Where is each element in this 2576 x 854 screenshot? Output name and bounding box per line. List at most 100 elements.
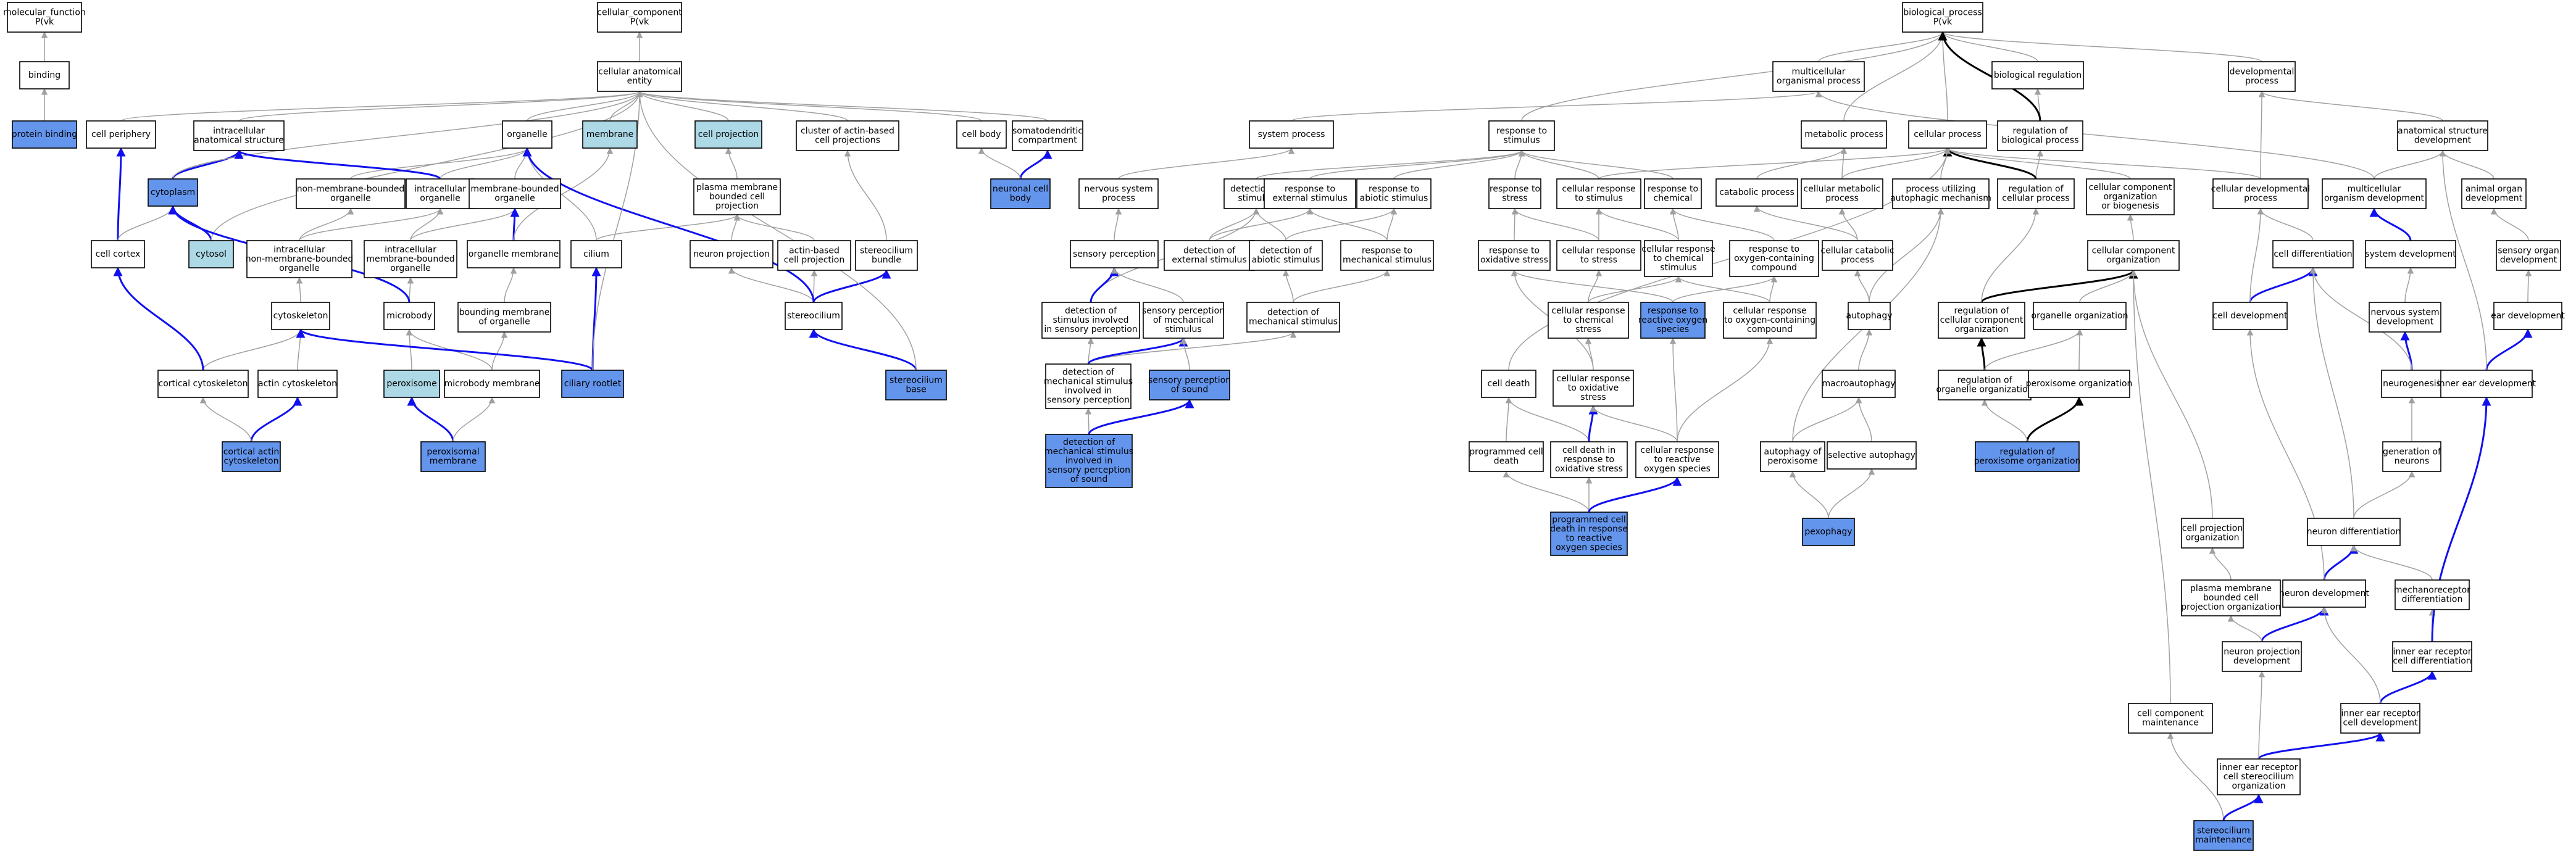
term-node[interactable]: selective autophagy [1827, 441, 1917, 470]
term-node[interactable]: cytoplasm [148, 178, 198, 207]
term-node[interactable]: autophagy [1846, 302, 1893, 330]
term-node[interactable]: microbody [383, 302, 435, 330]
term-node[interactable]: neuron development [2279, 579, 2370, 608]
term-node[interactable]: macroautophagy [1822, 370, 1896, 398]
term-node[interactable]: cytosol [188, 240, 234, 268]
term-node[interactable]: metabolic process [1801, 120, 1887, 149]
term-node[interactable]: protein binding [12, 120, 77, 149]
term-node[interactable]: neuron projection [690, 240, 773, 268]
term-node[interactable]: cell periphery [86, 120, 156, 149]
term-node[interactable]: biological regulation [1991, 61, 2084, 89]
term-node[interactable]: organelle membrane [467, 240, 561, 268]
term-node[interactable]: ciliary rootlet [561, 370, 624, 398]
term-node[interactable]: peroxisome organization [2026, 370, 2133, 398]
term-node[interactable]: microbody membrane [444, 370, 540, 398]
term-node[interactable]: cell development [2212, 302, 2288, 330]
term-node[interactable]: sensory perception [1070, 240, 1159, 268]
term-node[interactable]: catabolic process [1715, 178, 1798, 207]
term-node[interactable]: peroxisome [383, 370, 440, 398]
term-node[interactable]: cell death [1481, 370, 1536, 398]
term-node[interactable]: cell projection [694, 120, 762, 149]
term-node[interactable]: neuron differentiation [2307, 518, 2401, 546]
term-node[interactable]: cellular process [1908, 120, 1987, 149]
term-node[interactable]: membrane [582, 120, 638, 149]
term-node[interactable]: ear development [2491, 302, 2565, 330]
term-node[interactable]: cytoskeleton [271, 302, 330, 330]
term-node[interactable]: system development [2365, 240, 2456, 268]
term-node[interactable]: binding [19, 61, 70, 89]
term-node[interactable]: intracellularnon-membrane-boundedorganel… [246, 240, 354, 278]
term-node[interactable]: actin cytoskeleton [257, 370, 338, 398]
term-node[interactable]: cilium [570, 240, 622, 268]
term-node[interactable]: pexophagy [1802, 518, 1855, 546]
term-node[interactable]: cell body [956, 120, 1007, 149]
term-node[interactable]: cell differentiation [2272, 240, 2354, 268]
term-node[interactable]: cell cortex [91, 240, 145, 268]
